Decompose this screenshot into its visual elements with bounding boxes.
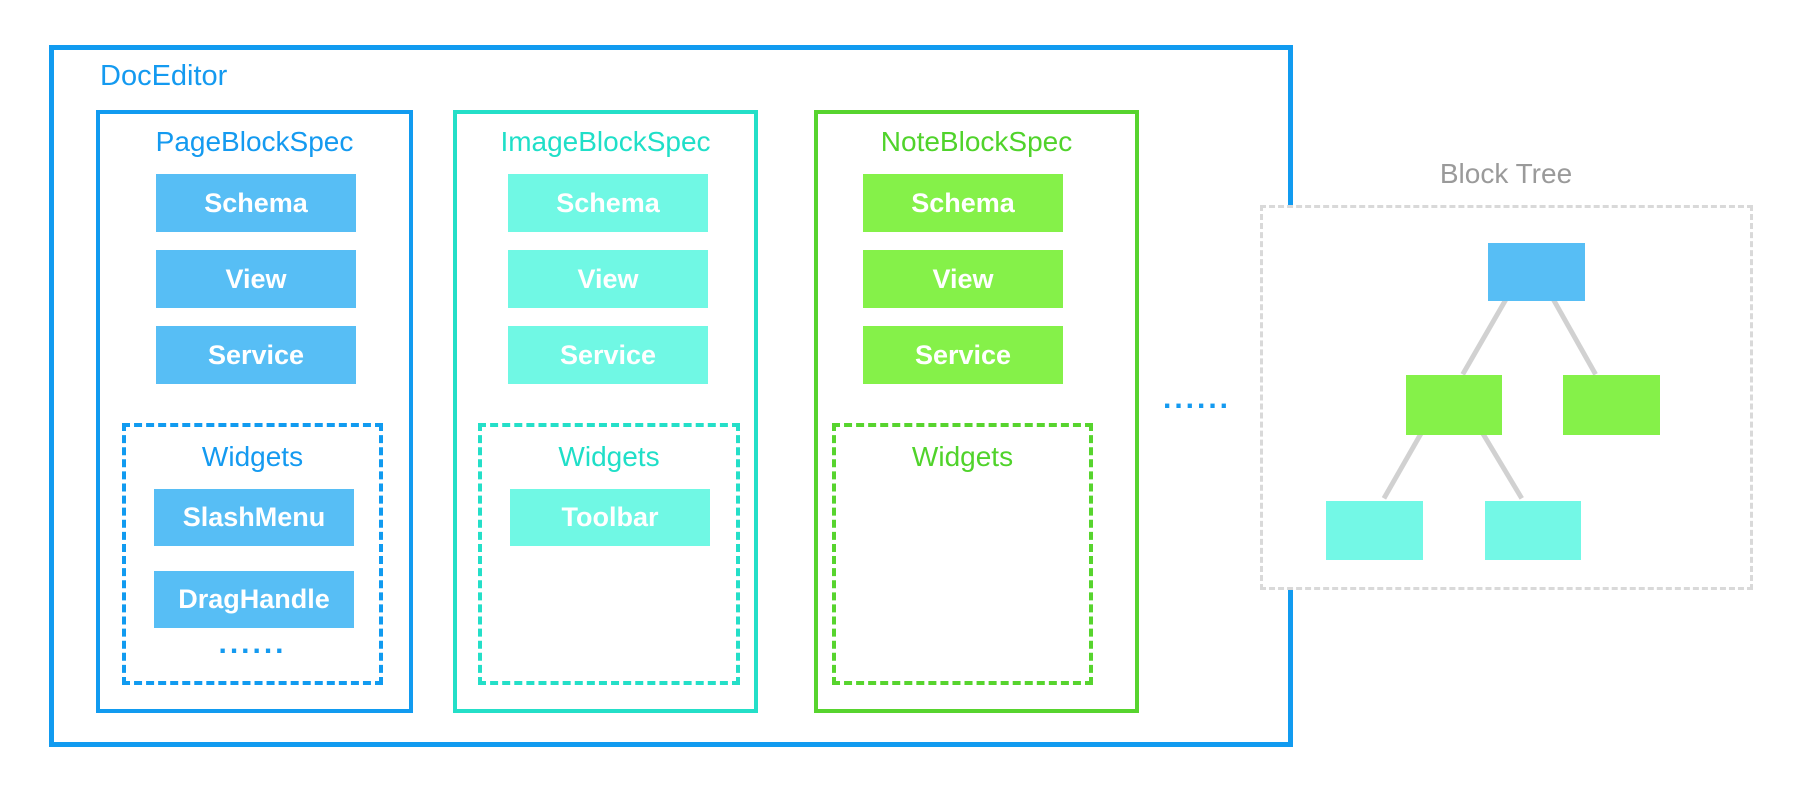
image-schema-block: Schema [508, 174, 708, 232]
note-widgets-title: Widgets [911, 441, 1014, 472]
image-view-block: View [508, 250, 708, 308]
page-block-spec-title: PageBlockSpec [155, 126, 354, 157]
page-block-spec-box: PageBlockSpec Schema View Service Widget… [96, 110, 413, 713]
image-widgets-box: Widgets Toolbar [478, 423, 740, 685]
image-service-block: Service [508, 326, 708, 384]
note-service-block: Service [863, 326, 1063, 384]
note-schema-block: Schema [863, 174, 1063, 232]
more-specs-ellipsis: ...... [1162, 382, 1231, 415]
page-draghandle-block: DragHandle [154, 571, 354, 628]
page-view-block: View [156, 250, 356, 308]
note-widgets-box: Widgets [832, 423, 1093, 685]
tree-connector-lines [1381, 296, 1598, 500]
image-block-spec-box: ImageBlockSpec Schema View Service Widge… [453, 110, 758, 713]
tree-node-child-1 [1406, 375, 1502, 435]
note-block-spec-box: NoteBlockSpec Schema View Service Widget… [814, 110, 1139, 713]
page-widgets-ellipsis: ...... [218, 627, 287, 660]
tree-node-grandchild-2 [1485, 501, 1581, 560]
page-service-block: Service [156, 326, 356, 384]
tree-node-child-2 [1563, 375, 1660, 435]
tree-node-grandchild-1 [1326, 501, 1423, 560]
page-widgets-box: Widgets SlashMenu DragHandle ...... [122, 423, 383, 685]
note-block-spec-title: NoteBlockSpec [880, 126, 1073, 157]
doc-editor-title: DocEditor [100, 60, 228, 92]
page-widgets-title: Widgets [201, 441, 304, 472]
page-slashmenu-block: SlashMenu [154, 489, 354, 546]
page-schema-block: Schema [156, 174, 356, 232]
image-block-spec-title: ImageBlockSpec [500, 126, 711, 157]
note-view-block: View [863, 250, 1063, 308]
block-tree-box [1260, 205, 1753, 590]
tree-node-root [1488, 243, 1585, 301]
block-tree-title: Block Tree [1439, 158, 1573, 189]
image-toolbar-block: Toolbar [510, 489, 710, 546]
image-widgets-title: Widgets [558, 441, 660, 472]
